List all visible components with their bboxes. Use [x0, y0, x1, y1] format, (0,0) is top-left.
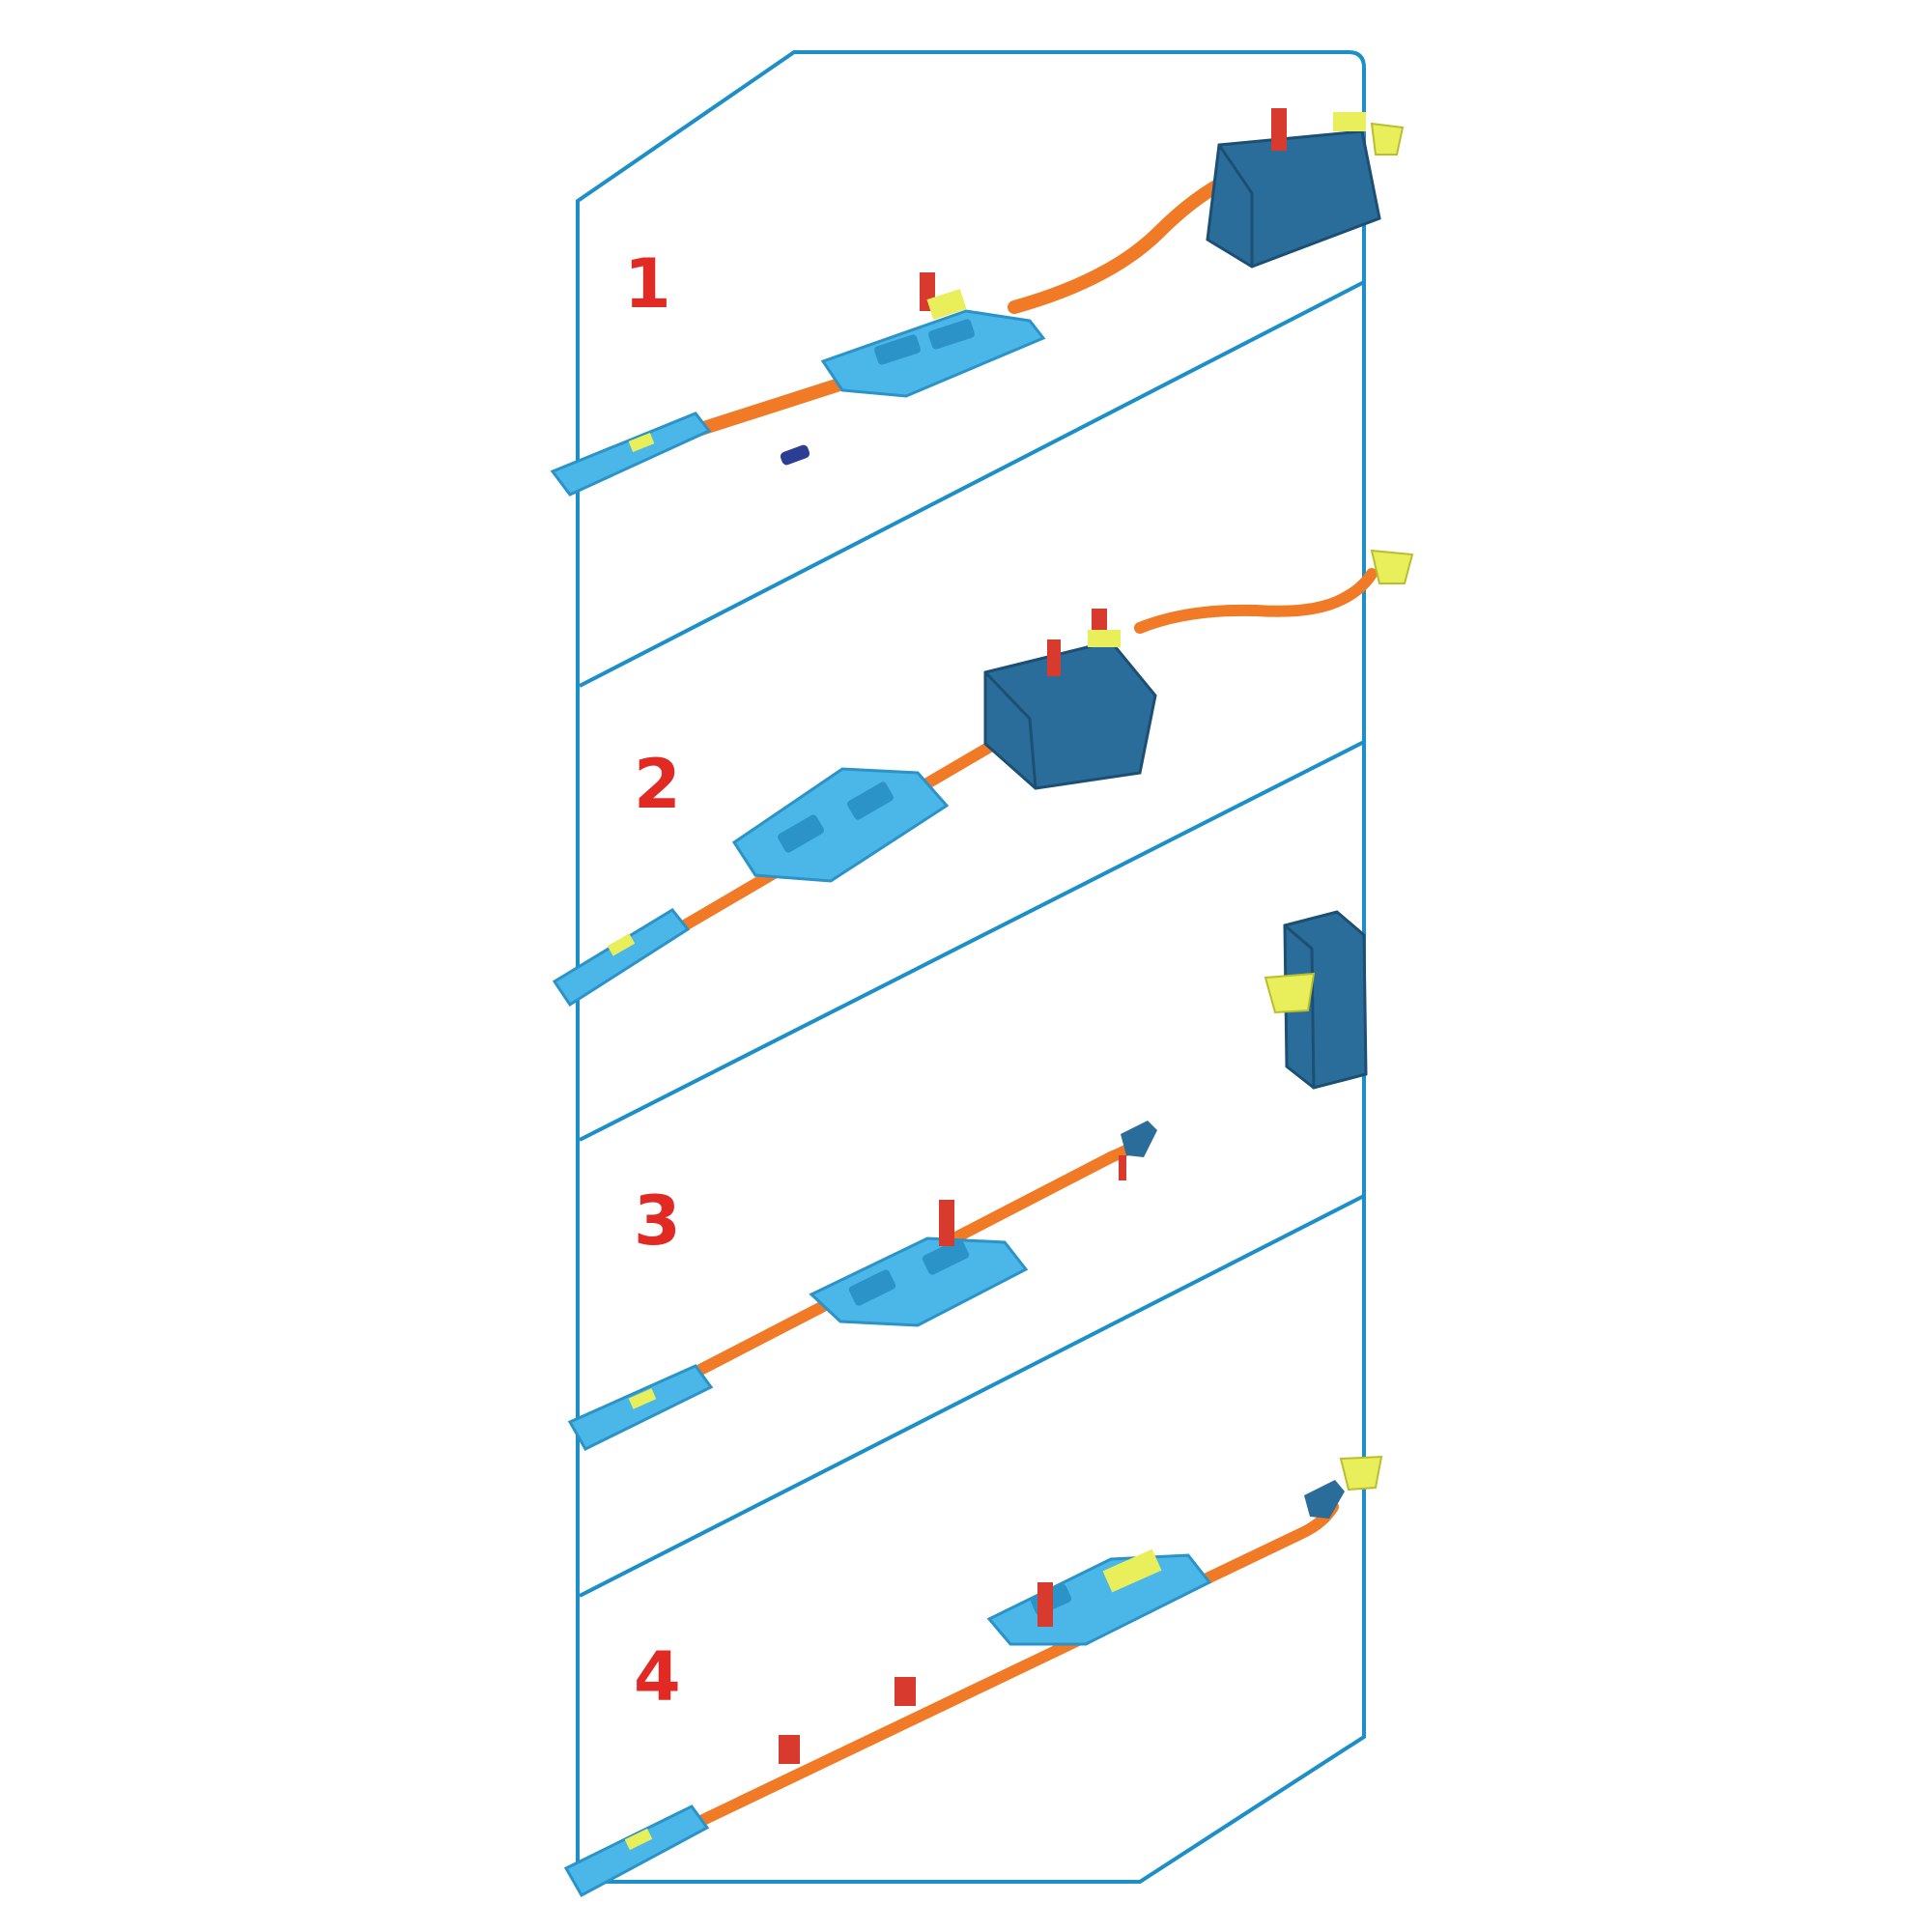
catch-cup: [1264, 972, 1316, 1014]
track-connector: [895, 1677, 916, 1706]
step-number-1: 1: [624, 244, 671, 324]
booster-piece: [986, 1548, 1212, 1646]
track-connector: [779, 1735, 800, 1764]
booster-piece: [731, 767, 950, 883]
section-divider-1: [579, 280, 1365, 688]
launcher-piece: [563, 1804, 710, 1898]
booster-piece: [809, 1200, 1029, 1327]
track-piece: [593, 568, 1378, 981]
upright-storage-box: [1264, 910, 1368, 1090]
launcher-piece: [567, 1364, 714, 1451]
step-2-illustration: [552, 549, 1414, 1008]
step-number-3: 3: [634, 1181, 681, 1261]
catch-cup: [1339, 1455, 1383, 1492]
track-piece: [612, 1501, 1339, 1866]
track-end-piece: [1304, 1480, 1345, 1519]
storage-box: [1206, 108, 1405, 269]
step-1-illustration: [550, 108, 1405, 497]
step-3-illustration: [567, 1121, 1157, 1451]
track-end-piece: [1119, 1121, 1157, 1180]
launcher-piece: [552, 908, 691, 1008]
booster-piece: [820, 272, 1046, 398]
catch-cup: [1370, 122, 1405, 156]
section-divider-2: [579, 740, 1365, 1142]
toy-car: [780, 444, 810, 466]
section-divider-3: [579, 1194, 1365, 1598]
step-4-illustration: [563, 1455, 1383, 1898]
step-number-2: 2: [634, 745, 681, 824]
storage-box: [983, 609, 1157, 790]
step-number-4: 4: [634, 1637, 681, 1717]
launcher-piece: [550, 412, 712, 497]
catch-cup: [1370, 549, 1414, 584]
